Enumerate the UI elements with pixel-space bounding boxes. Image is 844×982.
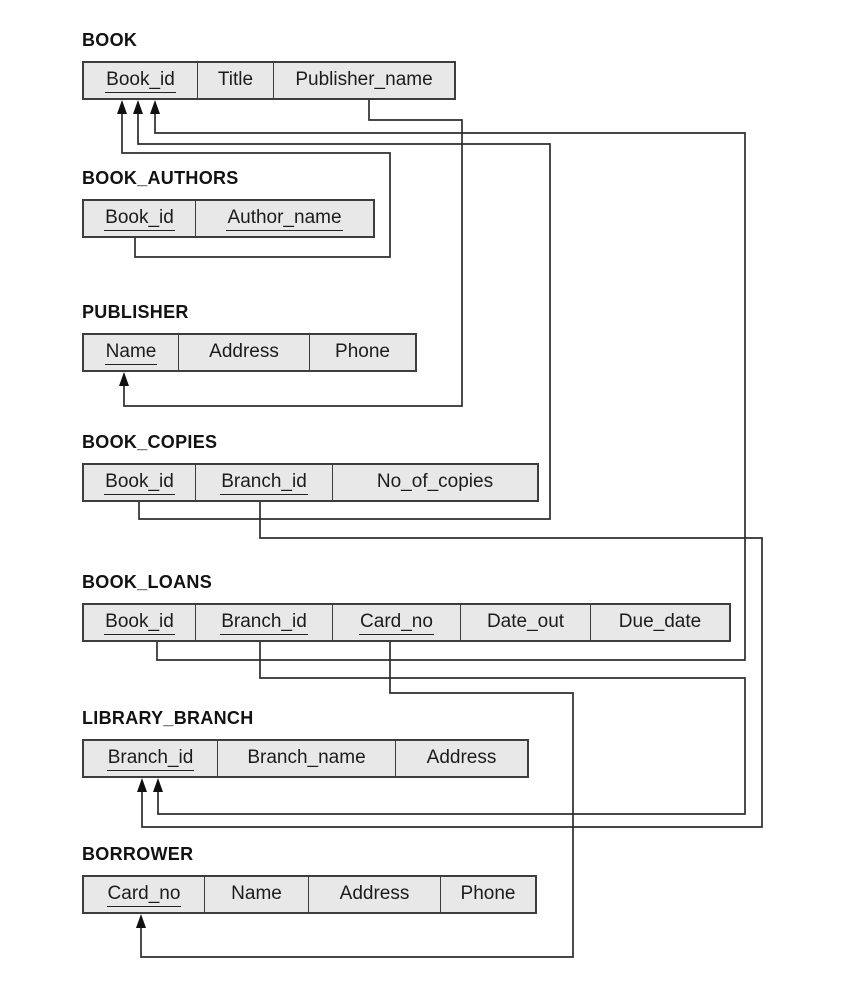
table-library-branch-row: Branch_id Branch_name Address bbox=[82, 739, 529, 778]
column-borrower-name: Name bbox=[204, 877, 308, 912]
table-book: BOOK Book_id Title Publisher_name bbox=[82, 30, 456, 100]
fk-book_loans-book_id-to-book bbox=[150, 100, 746, 661]
column-borrower-phone: Phone bbox=[440, 877, 535, 912]
table-library-branch: LIBRARY_BRANCH Branch_id Branch_name Add… bbox=[82, 708, 529, 778]
table-publisher-row: Name Address Phone bbox=[82, 333, 417, 372]
fk-arrowhead bbox=[137, 778, 147, 792]
column-book-loans-card_no: Card_no bbox=[332, 605, 460, 640]
table-book-copies: BOOK_COPIES Book_id Branch_id No_of_copi… bbox=[82, 432, 539, 502]
table-book-name: BOOK bbox=[82, 30, 138, 50]
column-library-branch-address: Address bbox=[395, 741, 527, 776]
column-library-branch-branch_id: Branch_id bbox=[84, 741, 217, 776]
column-book-book_id: Book_id bbox=[84, 63, 197, 98]
column-publisher-address: Address bbox=[178, 335, 309, 370]
column-book-copies-book_id: Book_id bbox=[84, 465, 195, 500]
table-borrower-row: Card_no Name Address Phone bbox=[82, 875, 537, 914]
fk-arrowhead bbox=[153, 778, 163, 792]
fk-arrowhead bbox=[117, 100, 127, 114]
column-book-copies-no_of_copies: No_of_copies bbox=[332, 465, 537, 500]
column-book-copies-branch_id: Branch_id bbox=[195, 465, 332, 500]
fk-arrowhead bbox=[136, 914, 146, 928]
column-borrower-card_no: Card_no bbox=[84, 877, 204, 912]
table-book-row: Book_id Title Publisher_name bbox=[82, 61, 456, 100]
table-book-copies-row: Book_id Branch_id No_of_copies bbox=[82, 463, 539, 502]
column-borrower-address: Address bbox=[308, 877, 440, 912]
table-book-loans-row: Book_id Branch_id Card_no Date_out Due_d… bbox=[82, 603, 731, 642]
table-publisher-name: PUBLISHER bbox=[82, 302, 189, 322]
column-book-title: Title bbox=[197, 63, 273, 98]
column-publisher-phone: Phone bbox=[309, 335, 415, 370]
column-book-loans-date_out: Date_out bbox=[460, 605, 590, 640]
table-library-branch-name: LIBRARY_BRANCH bbox=[82, 708, 254, 728]
column-book-authors-book_id: Book_id bbox=[84, 201, 195, 236]
fk-book_copies-book_id-to-book bbox=[133, 100, 551, 520]
table-book-copies-name: BOOK_COPIES bbox=[82, 432, 218, 452]
table-book-authors-row: Book_id Author_name bbox=[82, 199, 375, 238]
table-book-loans-name: BOOK_LOANS bbox=[82, 572, 213, 592]
fk-arrowhead bbox=[133, 100, 143, 114]
column-publisher-name: Name bbox=[84, 335, 178, 370]
table-book-authors: BOOK_AUTHORS Book_id Author_name bbox=[82, 168, 375, 238]
fk-arrowhead bbox=[150, 100, 160, 114]
fk-arrowhead bbox=[119, 372, 129, 386]
fk-book_copies-branch_id-to-library_branch bbox=[137, 502, 763, 828]
column-book-loans-due_date: Due_date bbox=[590, 605, 729, 640]
table-borrower: BORROWER Card_no Name Address Phone bbox=[82, 844, 537, 914]
column-book-authors-author_name: Author_name bbox=[195, 201, 373, 236]
table-publisher: PUBLISHER Name Address Phone bbox=[82, 302, 417, 372]
column-book-loans-branch_id: Branch_id bbox=[195, 605, 332, 640]
column-book-publisher_name: Publisher_name bbox=[273, 63, 454, 98]
table-book-loans: BOOK_LOANS Book_id Branch_id Card_no Dat… bbox=[82, 572, 731, 642]
table-borrower-name: BORROWER bbox=[82, 844, 194, 864]
column-library-branch-branch_name: Branch_name bbox=[217, 741, 395, 776]
column-book-loans-book_id: Book_id bbox=[84, 605, 195, 640]
table-book-authors-name: BOOK_AUTHORS bbox=[82, 168, 239, 188]
